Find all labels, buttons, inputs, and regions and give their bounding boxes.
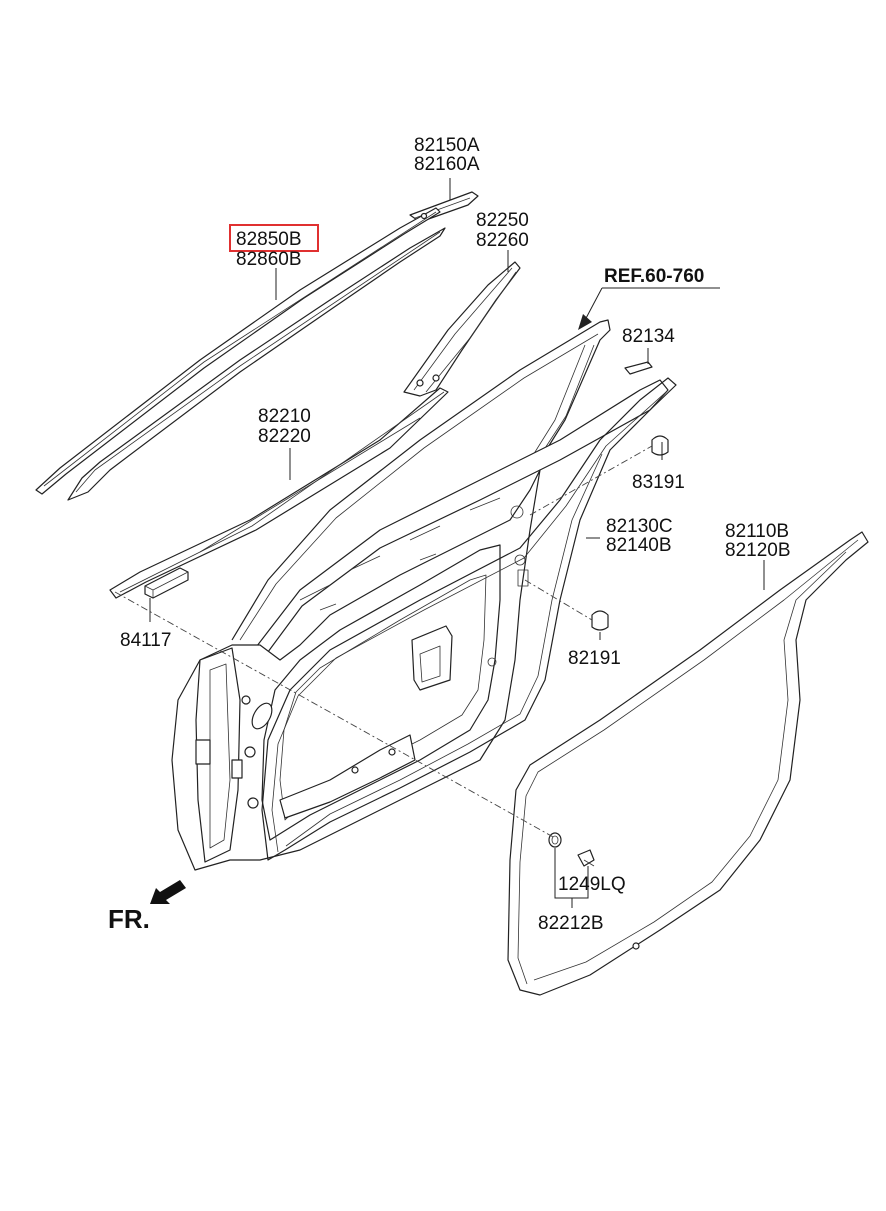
door-weatherstrip-part[interactable]	[261, 377, 677, 861]
label-reference: REF.60-760	[604, 266, 704, 287]
roof-molding-part[interactable]	[35, 207, 441, 495]
clip-83191-part[interactable]	[651, 435, 669, 456]
delta-garnish-part[interactable]	[403, 261, 521, 397]
label-delta-garnish-1: 82250	[476, 210, 529, 231]
clip-82134-part[interactable]	[624, 361, 653, 375]
installation-dash-lines	[114, 445, 653, 839]
label-door-weatherstrip-1: 82130C	[606, 516, 673, 537]
pad-84117-part[interactable]	[144, 567, 189, 599]
label-grommet-82212B: 82212B	[538, 913, 604, 934]
front-indicator: FR.	[108, 880, 186, 934]
label-upper-molding-1: 82150A	[414, 135, 480, 156]
label-belt-weatherstrip-1: 82210	[258, 406, 311, 427]
leader-lines	[149, 178, 765, 908]
label-upper-molding-2: 82160A	[414, 154, 480, 175]
door-inner-panel[interactable]	[171, 319, 669, 871]
label-clip-82191: 82191	[568, 648, 621, 669]
front-indicator-label: FR.	[108, 904, 150, 934]
label-body-weatherstrip-1: 82110B	[725, 521, 789, 542]
label-roof-molding-2: 82860B	[236, 249, 302, 270]
grommet-82212B-part[interactable]	[548, 832, 562, 848]
reference-arrowhead	[578, 314, 592, 330]
clip-82191-part[interactable]	[591, 610, 609, 631]
label-clip-83191: 83191	[632, 472, 685, 493]
body-weatherstrip-part[interactable]	[507, 531, 869, 996]
front-arrow-icon	[150, 880, 186, 904]
label-screw-1249LQ: 1249LQ	[558, 874, 626, 895]
label-roof-molding-1[interactable]: 82850B	[236, 229, 302, 250]
label-belt-weatherstrip-2: 82220	[258, 426, 311, 447]
screw-1249LQ-part[interactable]	[577, 849, 595, 867]
highlight-box	[229, 224, 319, 252]
label-door-weatherstrip-2: 82140B	[606, 535, 672, 556]
label-clip-82134: 82134	[622, 326, 675, 347]
label-delta-garnish-2: 82260	[476, 230, 529, 251]
label-pad-84117: 84117	[120, 630, 171, 651]
belt-weatherstrip-part[interactable]	[109, 387, 449, 599]
label-body-weatherstrip-2: 82120B	[725, 540, 791, 561]
